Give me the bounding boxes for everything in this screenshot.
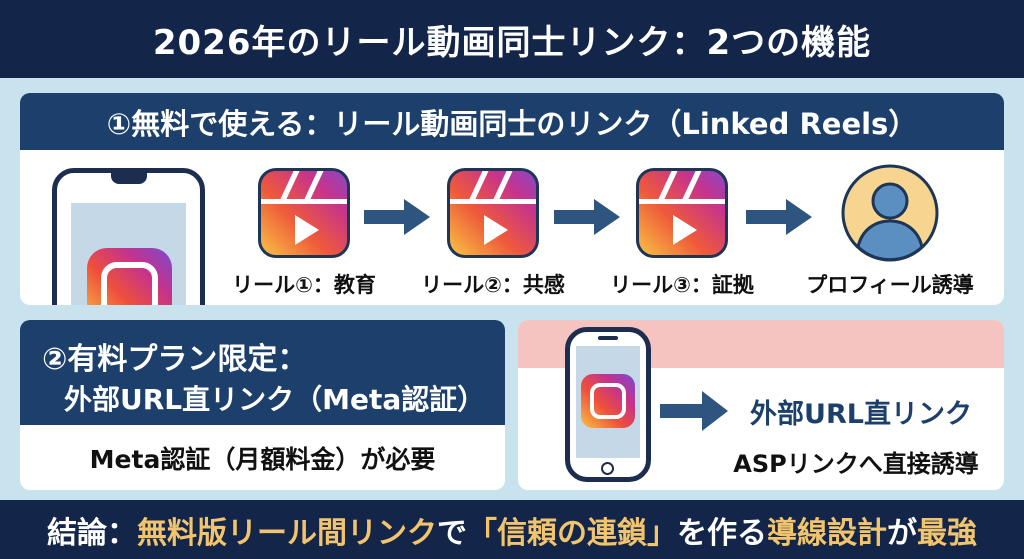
conclusion-highlight: 最強 — [917, 515, 977, 551]
external-link-title: 外部URL直リンク — [750, 399, 972, 430]
conclusion-part: が — [887, 515, 917, 551]
section2-title: ②有料プラン限定： — [42, 342, 308, 377]
conclusion-part: を作る — [677, 515, 767, 551]
phone-icon — [52, 168, 205, 305]
external-link-subtitle: ASPリンクへ直接誘導 — [733, 450, 979, 478]
section2-subtitle: 外部URL直リンク（Meta認証） — [64, 383, 486, 416]
conclusion-part: 結論： — [47, 515, 137, 551]
conclusion-highlight: 導線設計 — [767, 515, 887, 551]
section-free-linked-reels: ①無料で使える：リール動画同士のリンク（Linked Reels） リール①：教… — [20, 93, 1004, 305]
section-external-link: 外部URL直リンク ASPリンクへ直接誘導 — [518, 320, 1004, 490]
arrow-right-icon — [660, 391, 728, 431]
step-label: リール①：教育 — [232, 273, 376, 297]
reel-icon-3 — [636, 168, 728, 258]
section1-header: ①無料で使える：リール動画同士のリンク（Linked Reels） — [20, 93, 1004, 150]
step-label: リール③：証拠 — [610, 273, 754, 297]
reel-icon-2 — [447, 168, 539, 258]
page-title: 2026年のリール動画同士リンク：2つの機能 — [0, 0, 1024, 78]
conclusion-part: で — [437, 515, 467, 551]
reel-icon-1 — [258, 168, 350, 258]
arrow-right-icon — [746, 199, 812, 235]
step-label: プロフィール誘導 — [806, 273, 974, 297]
arrow-right-icon — [364, 199, 430, 235]
conclusion-highlight: 無料版リール間リンク — [137, 515, 437, 551]
step-label: リール②：共感 — [421, 273, 565, 297]
instagram-icon — [87, 248, 172, 305]
section2-header: ②有料プラン限定： 外部URL直リンク（Meta認証） — [20, 320, 505, 425]
phone-icon — [565, 327, 651, 482]
conclusion-banner: 結論： 無料版リール間リンク で 「信頼の連鎖」 を作る 導線設計 が 最強 — [0, 500, 1024, 559]
conclusion-highlight: 「信頼の連鎖」 — [467, 515, 677, 551]
arrow-right-icon — [554, 199, 620, 235]
section-paid-plan: ②有料プラン限定： 外部URL直リンク（Meta認証） Meta認証（月額料金）… — [20, 320, 505, 490]
instagram-icon — [581, 374, 635, 428]
meta-requirement: Meta認証（月額料金）が必要 — [89, 445, 436, 474]
profile-icon — [841, 164, 939, 262]
